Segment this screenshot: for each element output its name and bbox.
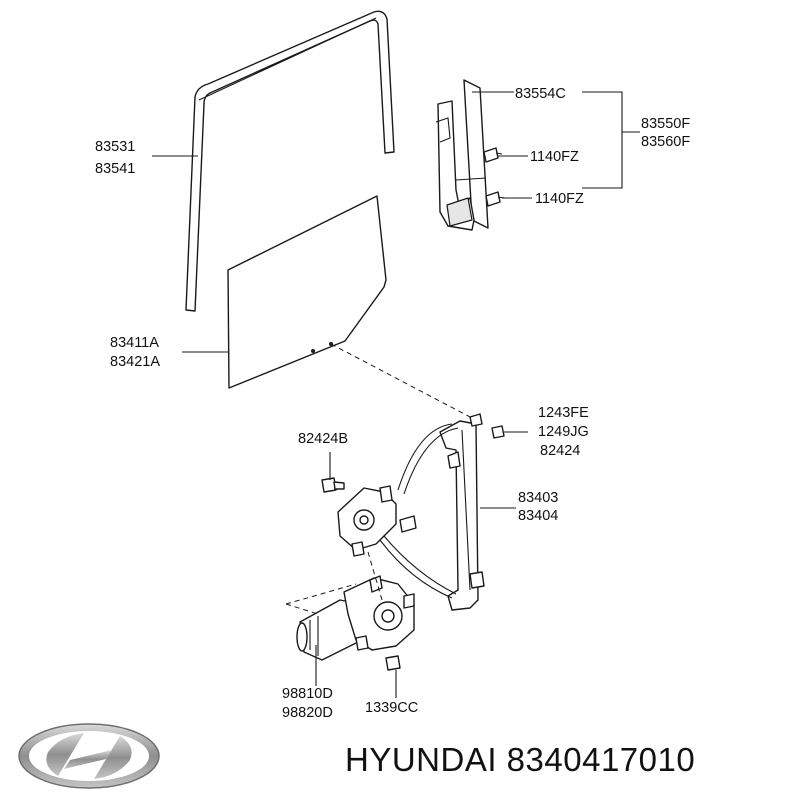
label-83411a: 83411A: [110, 335, 159, 351]
label-83421a: 83421A: [110, 354, 160, 370]
bolt-1140fz-lower: [485, 191, 506, 207]
glass-run-channel: [185, 10, 395, 312]
bolt-82424b: [321, 477, 345, 493]
label-83531: 83531: [95, 139, 135, 155]
window-motor: [296, 575, 415, 661]
rear-channel-assembly: [435, 79, 489, 231]
label-1339cc: 1339CC: [365, 700, 418, 716]
label-83403: 83403: [518, 490, 558, 506]
label-1140fz-upper: 1140FZ: [530, 149, 579, 165]
bolt-1140fz-upper: [483, 147, 503, 163]
bolt-1243fe: [491, 425, 505, 439]
label-82424b: 82424B: [298, 431, 348, 447]
label-98810d: 98810D: [282, 686, 333, 702]
window-regulator: [379, 413, 485, 611]
label-83404: 83404: [518, 508, 558, 524]
nut-1339cc: [385, 655, 401, 671]
hyundai-logo-icon: [18, 723, 160, 789]
label-83554c: 83554C: [515, 86, 566, 102]
door-glass: [227, 195, 387, 389]
brand-caption: HYUNDAI 8340417010: [345, 741, 695, 778]
leader-lines: [152, 91, 640, 698]
label-1249jg: 1249JG: [538, 424, 589, 440]
label-83560f: 83560F: [641, 134, 690, 150]
regulator-drum: [337, 485, 417, 557]
label-83541: 83541: [95, 161, 135, 177]
label-98820d: 98820D: [282, 705, 333, 721]
label-83550f: 83550F: [641, 116, 690, 132]
label-1140fz-lower: 1140FZ: [535, 191, 584, 207]
label-82424: 82424: [540, 443, 580, 459]
part-labels: 83531 83541 83554C 83550F 83560F 1140FZ …: [95, 86, 690, 721]
label-1243fe: 1243FE: [538, 405, 589, 421]
assembly-lines: [285, 343, 473, 615]
